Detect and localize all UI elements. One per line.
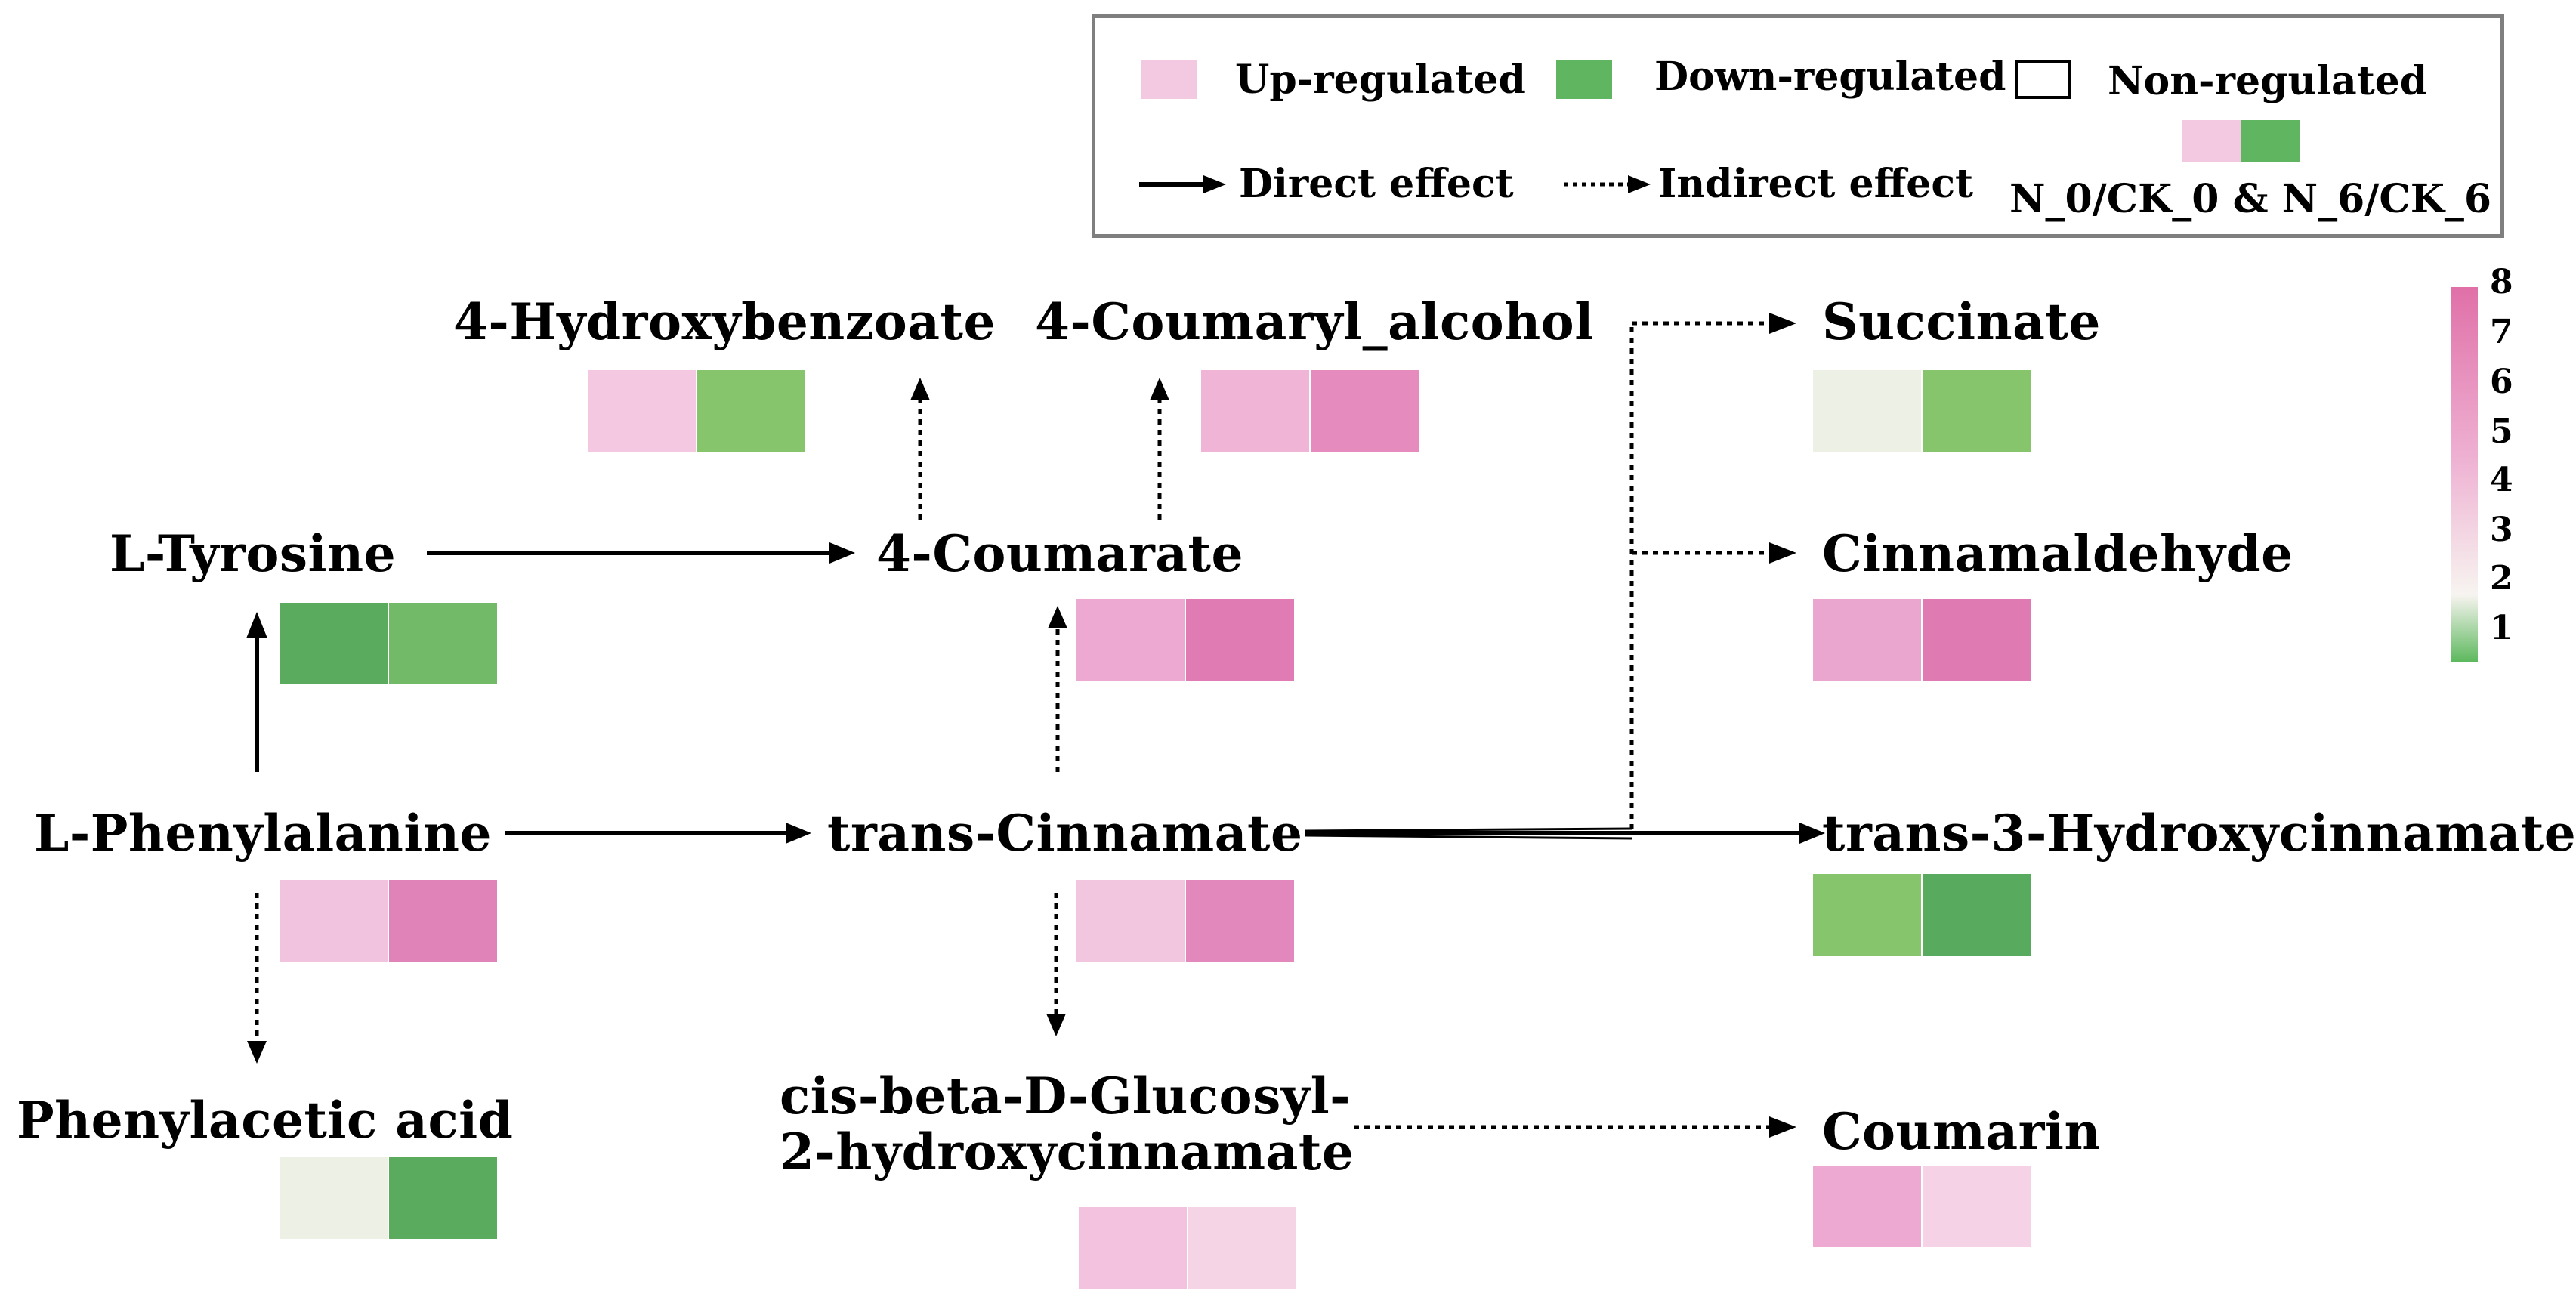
heatmap-cell-n0-ck0 [280,880,388,962]
heatmap-phenylalanine [280,880,497,962]
heatmap-cell-n0-ck0 [588,370,696,452]
heatmap-cell-n6-ck6 [389,880,497,962]
heatmap-cell-n6-ck6 [697,370,805,452]
legend-indirect-label: Indirect effect [1658,161,1974,207]
heatmap-cell-n0-ck0 [1813,1166,1921,1247]
heatmap-cell-n6-ck6 [1311,370,1419,452]
heatmap-cell-n6-ck6 [1186,880,1294,962]
metabolite-label-trans-cinnamate: trans-Cinnamate [827,804,1303,863]
metabolite-label-coumarin: Coumarin [1822,1102,2101,1161]
heatmap-cinnamaldehyde [1813,599,2031,681]
heatmap-cell-n0-ck0 [1201,370,1309,452]
scale-tick: 8 [2490,263,2513,301]
metabolite-label-phenylalanine: L-Phenylalanine [34,804,492,863]
legend-up-swatch [1141,60,1197,99]
metabolite-label-succinate: Succinate [1822,292,2101,351]
heatmap-trans-3-hydroxycinnamate [1813,874,2031,956]
legend-non-swatch [2015,60,2071,99]
heatmap-cell-n6-ck6 [389,603,497,684]
metabolite-label-coumarate: 4-Coumarate [876,524,1243,583]
scale-tick: 2 [2490,559,2513,598]
legend-down-label: Down-regulated [1654,54,2006,100]
metabolite-label-glucosyl-line1: cis-beta-D-Glucosyl- [780,1067,1351,1126]
legend-direct-label: Direct effect [1239,161,1514,207]
heatmap-cell-n6-ck6 [1186,599,1294,681]
legend-comparison-label: N_0/CK_0 & N_6/CK_6 [2009,176,2492,222]
metabolite-label-tyrosine: L-Tyrosine [110,524,397,583]
heatmap-cell-n0-ck0 [280,603,388,684]
metabolite-label-hydroxybenzoate: 4-Hydroxybenzoate [453,292,996,351]
heatmap-cell-n6-ck6 [1923,370,2031,452]
heatmap-cell-n0-ck0 [1813,874,1921,956]
scale-tick: 1 [2490,609,2513,647]
heatmap-cell-n6-ck6 [1188,1207,1296,1289]
scale-tick: 5 [2490,412,2513,451]
scale-tick: 6 [2490,363,2513,401]
heatmap-cell-n6-ck6 [389,1157,497,1239]
legend-up-label: Up-regulated [1235,57,1526,103]
color-scale-bar [2451,287,2478,662]
heatmap-cell-n6-ck6 [1923,599,2031,681]
scale-tick: 4 [2490,461,2513,499]
metabolite-label-coumaryl-alcohol: 4-Coumaryl_alcohol [1035,292,1594,351]
heatmap-coumarin [1813,1166,2031,1247]
heatmap-phenylacetic-acid [280,1157,497,1239]
legend-indirect-arrow-icon [1564,175,1651,193]
metabolite-label-glucosyl: cis-beta-D-Glucosyl- 2-hydroxycinnamate [780,1067,1354,1181]
scale-tick: 7 [2490,313,2513,351]
metabolite-label-trans-3-hydroxycinnamate: trans-3-Hydroxycinnamate [1822,804,2576,863]
heatmap-succinate [1813,370,2031,452]
heatmap-cell-n6-ck6 [1923,1166,2031,1247]
legend: Up-regulated Down-regulated Non-regulate… [1092,14,2504,238]
legend-comparison-swatch [2182,120,2300,162]
heatmap-glucosyl [1079,1207,1296,1289]
heatmap-cell-n0-ck0 [1813,599,1921,681]
metabolite-label-phenylacetic-acid: Phenylacetic acid [17,1091,514,1150]
metabolite-label-glucosyl-line2: 2-hydroxycinnamate [780,1122,1354,1181]
heatmap-coumarate [1076,599,1294,681]
heatmap-cell-n0-ck0 [1813,370,1921,452]
heatmap-cell-n0-ck0 [1076,599,1185,681]
metabolite-label-cinnamaldehyde: Cinnamaldehyde [1822,524,2293,583]
heatmap-cell-n0-ck0 [280,1157,388,1239]
legend-down-swatch [1556,60,1612,99]
heatmap-cell-n0-ck0 [1076,880,1185,962]
heatmap-cell-n0-ck0 [1079,1207,1187,1289]
scale-tick: 3 [2490,511,2513,549]
legend-direct-arrow-icon [1139,175,1226,193]
heatmap-trans-cinnamate [1076,880,1294,962]
heatmap-cell-n6-ck6 [1923,874,2031,956]
heatmap-hydroxybenzoate [588,370,805,452]
heatmap-coumaryl-alcohol [1201,370,1419,452]
legend-non-label: Non-regulated [2108,58,2428,104]
heatmap-tyrosine [280,603,497,684]
